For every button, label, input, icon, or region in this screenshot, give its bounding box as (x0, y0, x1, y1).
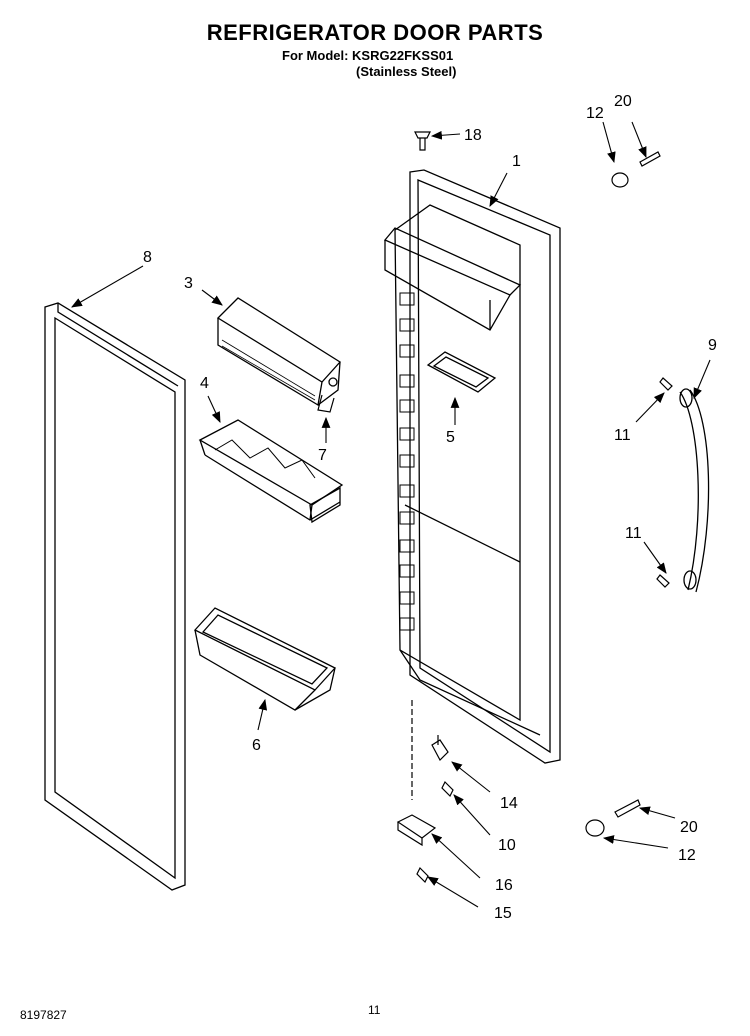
callout-14: 14 (500, 795, 518, 812)
callout-5: 5 (446, 429, 455, 446)
door-gasket-part (44, 302, 186, 891)
callout-16: 16 (495, 877, 513, 894)
model-line: For Model: KSRG22FKSS01 (282, 48, 454, 63)
callout-1: 1 (512, 153, 521, 170)
dairy-cover-part (216, 297, 342, 407)
callout-3: 3 (184, 275, 193, 292)
document-number: 8197827 (20, 1008, 67, 1022)
page-number: 11 (368, 1003, 381, 1017)
callout-20-top: 20 (614, 93, 632, 110)
callout-10: 10 (498, 837, 516, 854)
bottom-hinge-parts (396, 700, 641, 884)
small-bin-part (426, 351, 497, 393)
leader-lines (71, 121, 711, 908)
callout-4: 4 (200, 375, 209, 392)
callout-15: 15 (494, 905, 512, 922)
callout-18: 18 (464, 127, 482, 144)
cover-hinge-pin-part (317, 394, 335, 413)
callout-8: 8 (143, 249, 152, 266)
callout-9: 9 (708, 337, 717, 354)
callout-11-upper: 11 (614, 427, 631, 444)
egg-tray-part (198, 419, 344, 524)
door-stop-part (414, 131, 431, 151)
shelf-bumps (399, 292, 415, 631)
callout-11-lower: 11 (625, 525, 642, 542)
callout-12-top: 12 (586, 105, 604, 122)
handle-part (679, 388, 710, 593)
top-bushing-screw-part (611, 151, 661, 188)
handle-screws-part (656, 377, 673, 588)
door-liner-part (383, 169, 561, 764)
callout-20-bottom: 20 (680, 819, 698, 836)
model-info: For Model: KSRG22FKSS01 (Stainless Steel… (282, 48, 456, 80)
callout-7: 7 (318, 447, 327, 464)
callout-12-bottom: 12 (678, 847, 696, 864)
page-title: REFRIGERATOR DOOR PARTS (206, 20, 544, 45)
callout-6: 6 (252, 737, 261, 754)
door-bin-part (193, 607, 337, 711)
finish-line: (Stainless Steel) (356, 64, 457, 79)
